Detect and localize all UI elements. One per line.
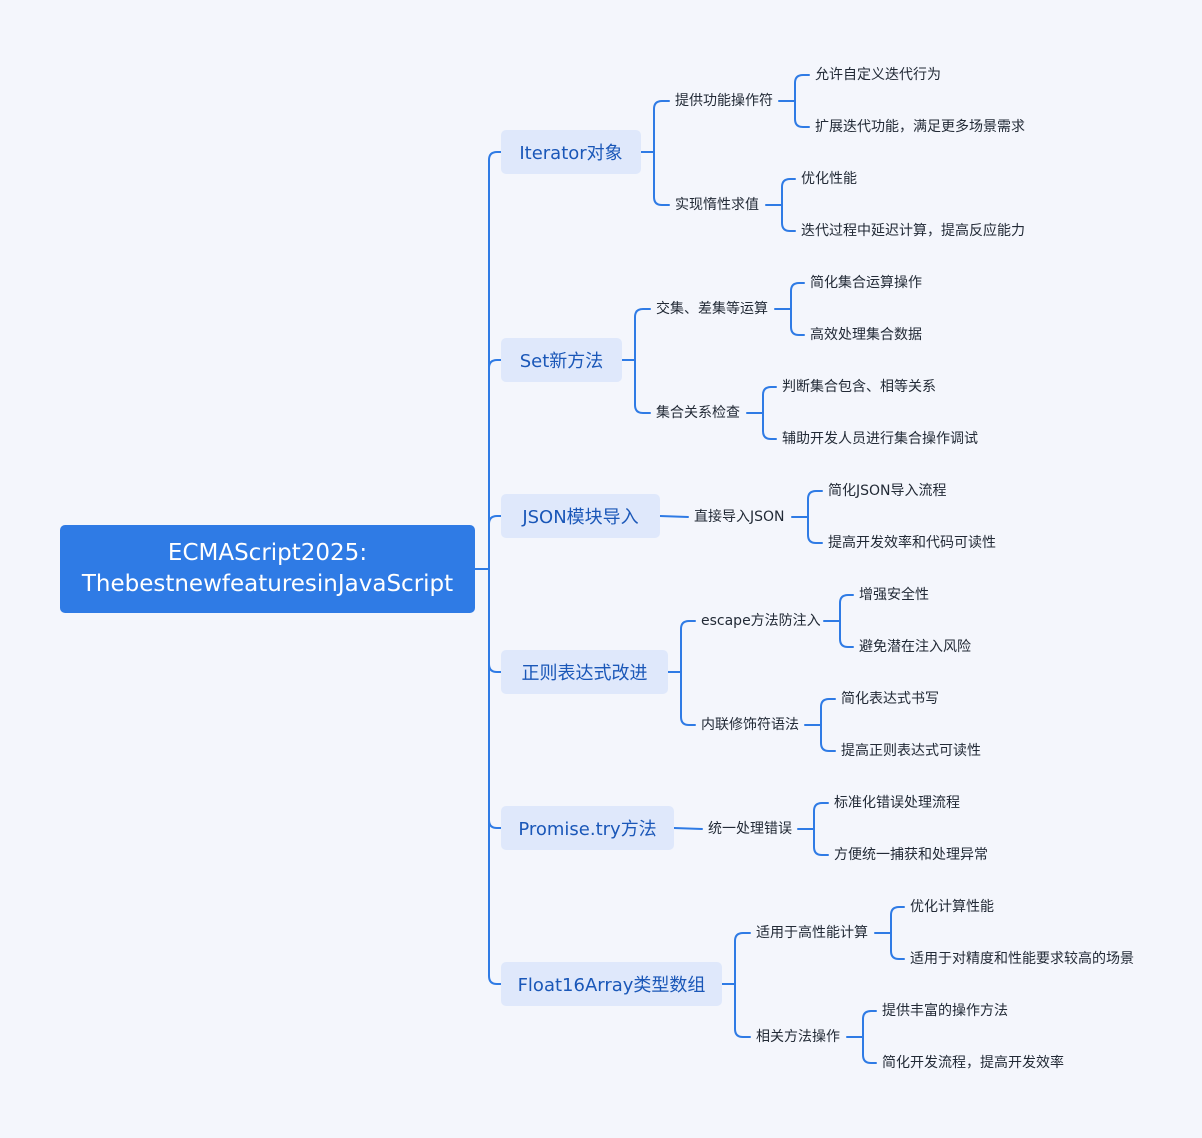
leaf-topic: 优化计算性能 (910, 899, 994, 915)
leaf-topic: 适用于对精度和性能要求较高的场景 (910, 951, 1134, 967)
sub-topic: 统一处理错误 (708, 821, 792, 837)
connector-line (680, 620, 696, 673)
leaf-topic: 优化性能 (801, 171, 857, 187)
connector-line (807, 490, 823, 518)
root-node: ECMAScript2025: ThebestnewfeaturesinJavaS… (60, 525, 475, 613)
connector-line (488, 359, 502, 570)
leaf-topic: 简化表达式书写 (841, 691, 939, 707)
branch-node: Float16Array类型数组 (501, 962, 722, 1006)
connector-line (653, 151, 670, 206)
sub-topic: 直接导入JSON (694, 509, 785, 525)
connector-line (781, 178, 796, 206)
connector-line (813, 802, 829, 830)
leaf-topic: 标准化错误处理流程 (834, 795, 960, 811)
connector-line (862, 1010, 877, 1038)
leaf-topic: 允许自定义迭代行为 (815, 67, 941, 83)
connector-line (488, 568, 502, 673)
leaf-topic: 方便统一捕获和处理异常 (834, 847, 988, 863)
connector-line (488, 568, 502, 985)
sub-topic: 交集、差集等运算 (656, 301, 768, 317)
leaf-topic: 判断集合包含、相等关系 (782, 379, 936, 395)
connector-line (820, 724, 836, 752)
connector-line (794, 100, 810, 128)
root-title-line-2: ThebestnewfeaturesinJavaScript (81, 571, 454, 597)
connector-line (488, 568, 502, 829)
leaf-topic: 迭代过程中延迟计算，提高反应能力 (801, 223, 1025, 239)
connector-line (488, 151, 502, 570)
leaf-topic: 简化开发流程，提高开发效率 (882, 1055, 1064, 1071)
connector-line (862, 1036, 877, 1064)
leaf-topic: 提供丰富的操作方法 (882, 1003, 1008, 1019)
sub-topic: 集合关系检查 (656, 405, 740, 421)
connector-line (762, 412, 777, 440)
connector-line (734, 983, 751, 1038)
connector-line (890, 932, 905, 960)
branch-node: Promise.try方法 (501, 806, 674, 850)
connector-line (488, 515, 502, 570)
leaf-topic: 简化集合运算操作 (810, 275, 922, 291)
connector-line (890, 906, 905, 934)
connector-line (820, 698, 836, 726)
branch-node: Iterator对象 (501, 130, 641, 174)
sub-topic: 相关方法操作 (756, 1029, 840, 1045)
sub-topic: 实现惰性求值 (675, 197, 759, 213)
connector-line (680, 671, 696, 726)
sub-topic: 提供功能操作符 (675, 93, 773, 109)
leaf-topic: 避免潜在注入风险 (859, 639, 971, 655)
branch-node: Set新方法 (501, 338, 622, 382)
connector-line (634, 359, 651, 414)
connector-line (734, 932, 751, 985)
branch-node: JSON模块导入 (501, 494, 660, 538)
connector-line (807, 516, 823, 544)
leaf-topic: 提高正则表达式可读性 (841, 743, 981, 759)
sub-topic: 适用于高性能计算 (756, 925, 868, 941)
leaf-topic: 提高开发效率和代码可读性 (828, 535, 996, 551)
branch-node: 正则表达式改进 (501, 650, 668, 694)
sub-topic: 内联修饰符语法 (701, 717, 799, 733)
connector-line (653, 100, 670, 153)
connector-line (794, 74, 810, 102)
connector-line (634, 308, 651, 361)
connector-line (790, 308, 805, 336)
leaf-topic: 增强安全性 (859, 587, 929, 603)
connector-line (781, 204, 796, 232)
connector-line (839, 620, 854, 648)
connector-line (659, 515, 689, 518)
connector-line (813, 828, 829, 856)
leaf-topic: 高效处理集合数据 (810, 327, 922, 343)
leaf-topic: 简化JSON导入流程 (828, 483, 947, 499)
sub-topic: escape方法防注入 (701, 613, 821, 629)
leaf-topic: 辅助开发人员进行集合操作调试 (782, 431, 978, 447)
root-title-line-1: ECMAScript2025: (167, 540, 368, 566)
connector-line (790, 282, 805, 310)
connector-line (839, 594, 854, 622)
connector-line (762, 386, 777, 414)
connector-line (673, 827, 703, 830)
leaf-topic: 扩展迭代功能，满足更多场景需求 (815, 119, 1025, 135)
